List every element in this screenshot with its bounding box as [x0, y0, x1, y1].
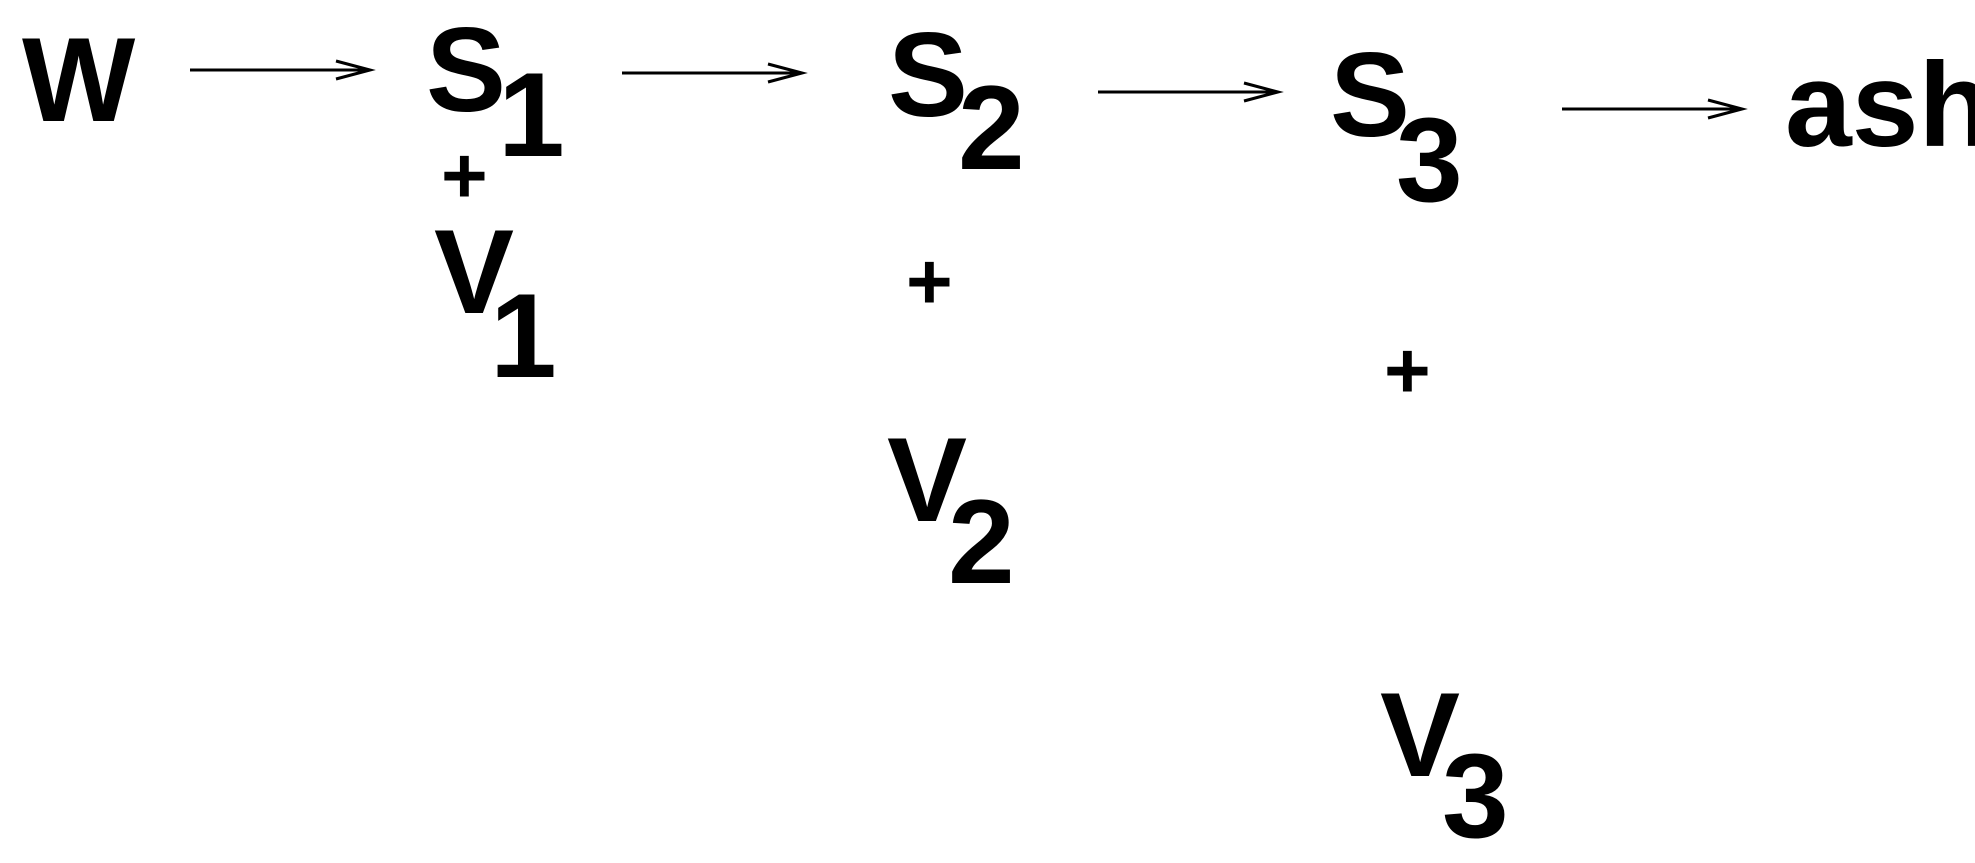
arrow-s1-to-s2: [622, 62, 808, 84]
volatile-v1-letter: V: [434, 205, 515, 339]
volatile-v1-index: 1: [490, 269, 557, 403]
solid-s3-letter: S: [1330, 28, 1411, 162]
arrow-s3-to-ash: [1562, 98, 1748, 120]
solid-s1-index: 1: [498, 48, 565, 182]
plus-sign-1: +: [441, 131, 488, 220]
volatile-v3-index: 3: [1442, 729, 1509, 863]
solid-s1-letter: S: [426, 3, 507, 137]
start-species-w: W: [22, 13, 136, 147]
plus-sign-2: +: [906, 237, 953, 326]
volatile-v3-letter: V: [1380, 668, 1461, 802]
volatile-v2-letter: V: [887, 413, 968, 547]
solid-s2-letter: S: [888, 8, 969, 142]
volatile-v2-index: 2: [948, 475, 1015, 609]
plus-sign-3: +: [1384, 326, 1431, 415]
solid-s3-index: 3: [1396, 93, 1463, 227]
arrow-s2-to-s3: [1098, 81, 1284, 103]
end-species-ash: ash: [1785, 38, 1975, 172]
solid-s2-index: 2: [958, 61, 1025, 195]
arrow-w-to-s1: [190, 59, 376, 81]
